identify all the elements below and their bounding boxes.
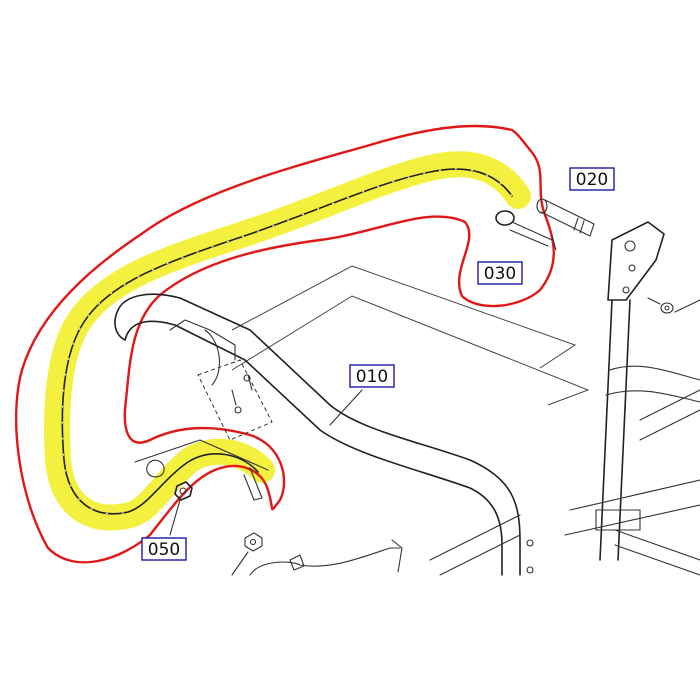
- nut-icon: [169, 481, 193, 536]
- washer-icon: [647, 297, 700, 314]
- cable: [61, 168, 513, 515]
- cable-clip-area: [134, 439, 269, 501]
- handle-bar-010: [114, 293, 521, 576]
- plane-upper: [231, 265, 577, 369]
- callout-020[interactable]: 020: [569, 167, 615, 191]
- callout-020-label: 020: [576, 170, 608, 190]
- plane-lower: [231, 295, 590, 406]
- callout-010-label: 010: [356, 367, 388, 387]
- bolt-icon: [536, 198, 595, 237]
- cable-end-eye-030: [495, 210, 557, 251]
- callout-050[interactable]: 050: [141, 537, 187, 561]
- callout-010[interactable]: 010: [349, 364, 395, 388]
- frame-bracket: [595, 221, 700, 576]
- red-outline: [14, 124, 555, 564]
- callout-030-label: 030: [484, 264, 516, 284]
- callout-030[interactable]: 030: [477, 261, 523, 285]
- lower-harness: [231, 479, 700, 576]
- callout-050-label: 050: [148, 540, 180, 560]
- leader-010: [329, 389, 363, 426]
- cable-highlight: [44, 151, 531, 531]
